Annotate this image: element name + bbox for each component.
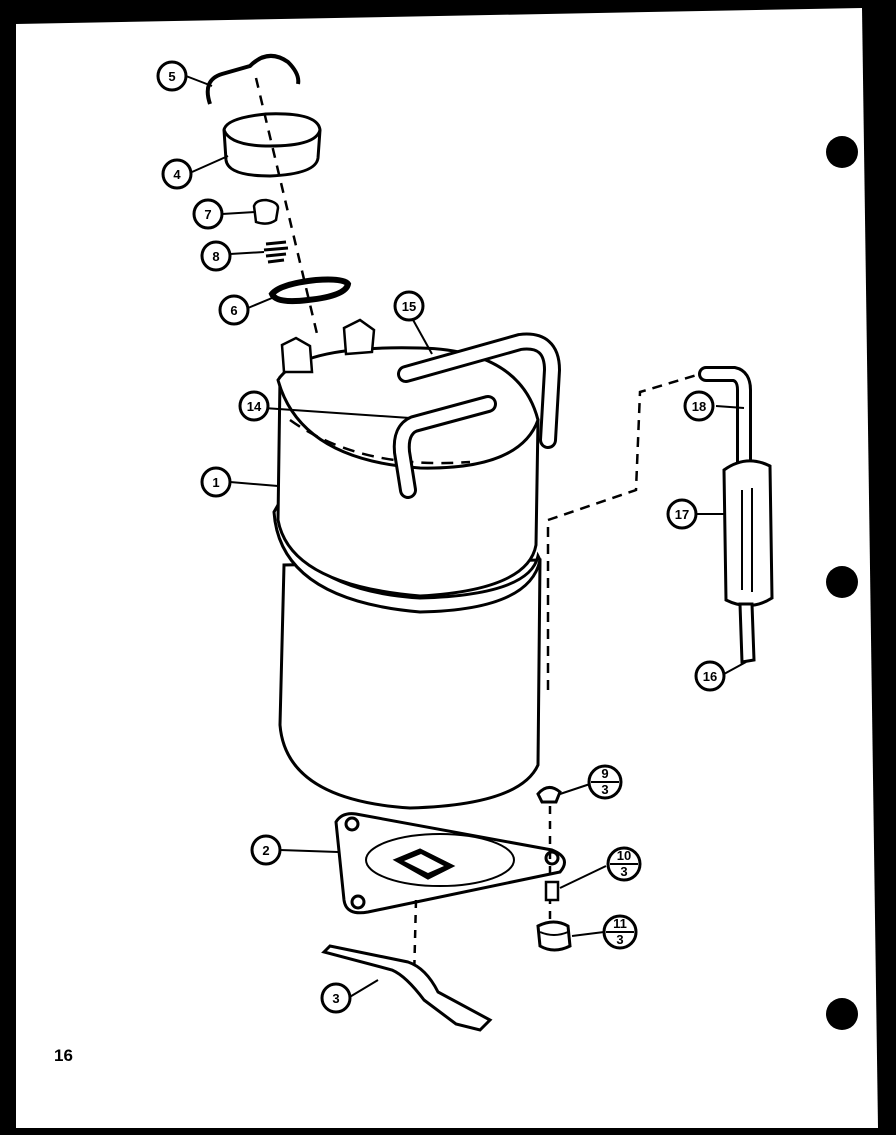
callout-10-of-3: 10 3 bbox=[606, 846, 642, 882]
svg-text:18: 18 bbox=[692, 399, 706, 414]
svg-text:17: 17 bbox=[675, 507, 689, 522]
callout-2: 2 bbox=[250, 834, 282, 866]
callout-4: 4 bbox=[161, 158, 193, 190]
binder-hole-middle bbox=[826, 566, 858, 598]
callout-11-of-3: 11 3 bbox=[602, 914, 638, 950]
svg-text:9: 9 bbox=[601, 766, 608, 781]
grommet-nut bbox=[536, 786, 562, 804]
svg-text:4: 4 bbox=[173, 167, 181, 182]
callout-16: 16 bbox=[694, 660, 726, 692]
callout-3: 3 bbox=[320, 982, 352, 1014]
outlet-tube bbox=[738, 602, 756, 664]
callout-15: 15 bbox=[393, 290, 425, 322]
spacer-sleeve bbox=[544, 880, 560, 902]
muffler bbox=[722, 459, 774, 607]
svg-text:10: 10 bbox=[617, 848, 631, 863]
assembly-centerline bbox=[254, 77, 320, 339]
terminal-cap bbox=[252, 198, 280, 225]
callout-5: 5 bbox=[156, 60, 188, 92]
svg-text:5: 5 bbox=[168, 69, 175, 84]
callout-9-of-3: 9 3 bbox=[587, 764, 623, 800]
callout-1: 1 bbox=[200, 466, 232, 498]
callout-8: 8 bbox=[200, 240, 232, 272]
callout-18: 18 bbox=[683, 390, 715, 422]
terminal-gasket bbox=[268, 276, 352, 305]
svg-text:1: 1 bbox=[212, 475, 219, 490]
binder-hole-top bbox=[826, 136, 858, 168]
rubber-grommet bbox=[536, 920, 572, 952]
binder-hole-bottom bbox=[826, 998, 858, 1030]
svg-text:15: 15 bbox=[402, 299, 416, 314]
terminal-cover bbox=[222, 112, 322, 178]
svg-text:3: 3 bbox=[332, 991, 339, 1006]
svg-text:16: 16 bbox=[703, 669, 717, 684]
svg-text:3: 3 bbox=[620, 864, 627, 879]
callout-17: 17 bbox=[666, 498, 698, 530]
svg-text:2: 2 bbox=[262, 843, 269, 858]
svg-text:7: 7 bbox=[204, 207, 211, 222]
terminal-spring bbox=[263, 240, 289, 264]
callout-7: 7 bbox=[192, 198, 224, 230]
compressor-shell bbox=[272, 346, 542, 810]
svg-text:8: 8 bbox=[212, 249, 219, 264]
svg-text:14: 14 bbox=[247, 399, 262, 414]
svg-text:6: 6 bbox=[230, 303, 237, 318]
leader-lines bbox=[185, 75, 747, 999]
terminal-tabs bbox=[280, 318, 376, 374]
svg-text:3: 3 bbox=[601, 782, 608, 797]
callout-6: 6 bbox=[218, 294, 250, 326]
page-number: 16 bbox=[54, 1046, 73, 1065]
connection-dashed-line bbox=[546, 372, 701, 690]
compressor-seam-dashed bbox=[289, 418, 471, 465]
svg-text:3: 3 bbox=[616, 932, 623, 947]
callout-14: 14 bbox=[238, 390, 270, 422]
base-bracket bbox=[321, 944, 493, 1032]
svg-text:11: 11 bbox=[613, 916, 627, 931]
